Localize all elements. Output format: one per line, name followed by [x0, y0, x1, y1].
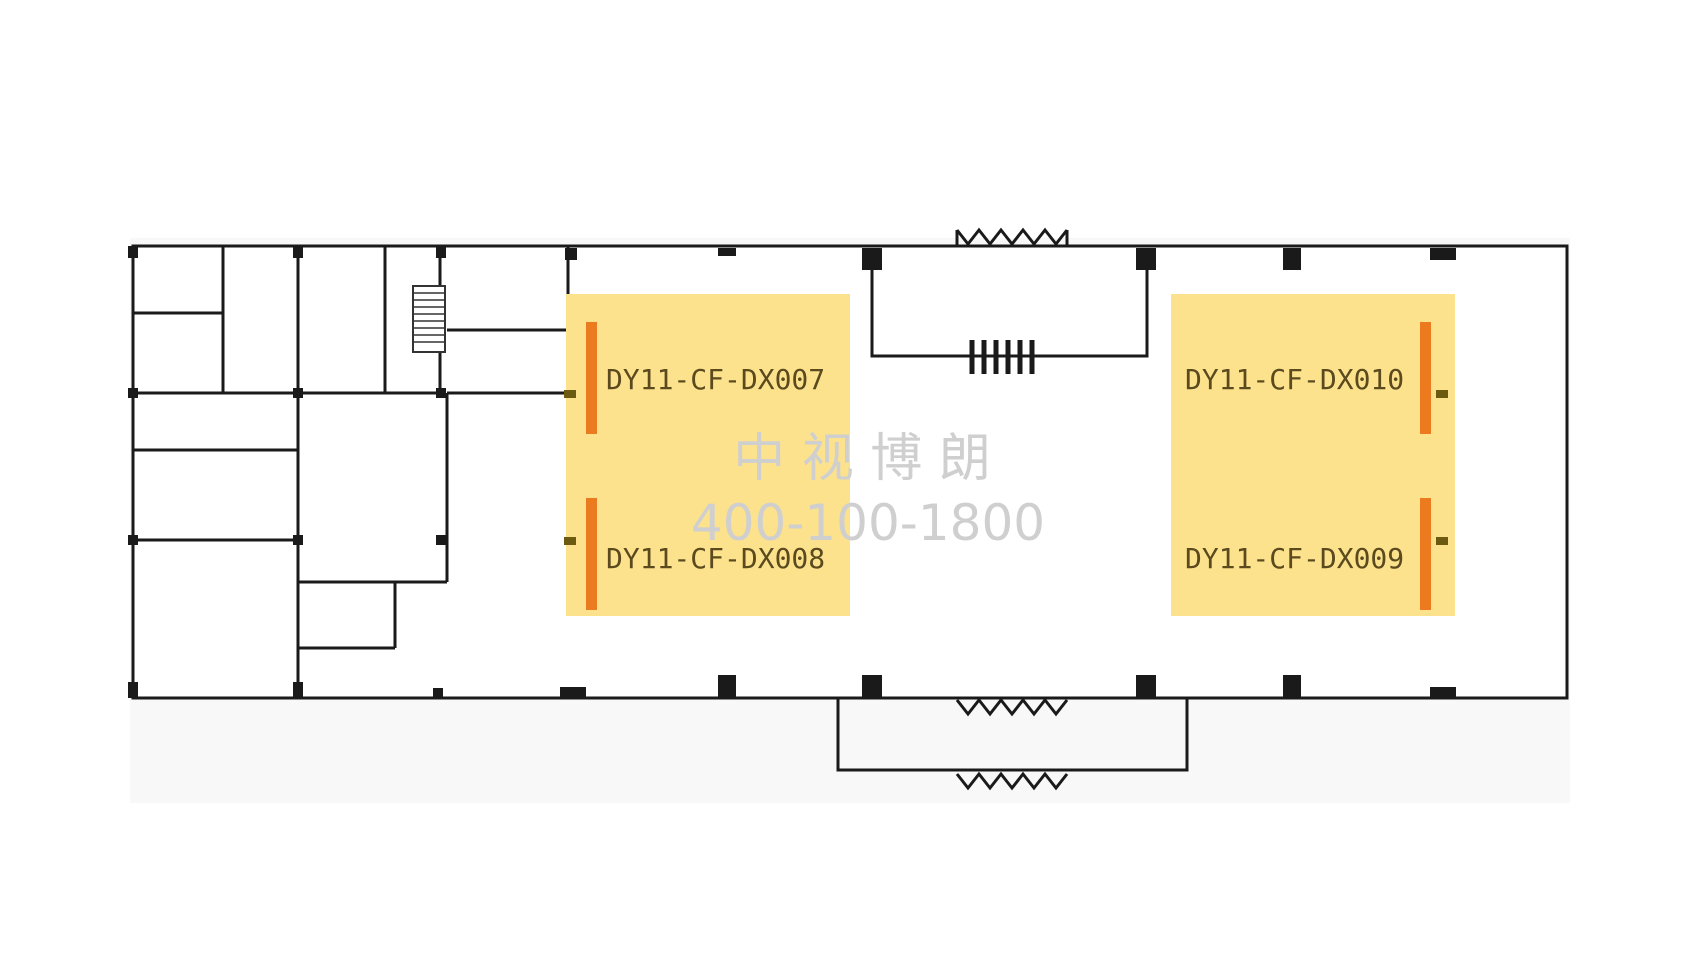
screen-mounts: [564, 390, 1448, 545]
top-entrance-doors: [955, 227, 1069, 247]
watermark-phone: 400-100-1800: [691, 494, 1045, 552]
structural-columns: [128, 246, 1456, 698]
screen-bar-dx008: [586, 498, 597, 610]
screen-label-dx009: DY11-CF-DX009: [1185, 542, 1404, 575]
screen-bar-dx009: [1420, 498, 1431, 610]
top-corridor: [870, 262, 1149, 374]
stair-icon: [412, 285, 446, 353]
screen-bar-dx010: [1420, 322, 1431, 434]
bottom-vestibule: [836, 697, 1189, 791]
watermark-company: 中 视 博 朗: [733, 429, 991, 489]
screen-bar-dx007: [586, 322, 597, 434]
screen-label-dx007: DY11-CF-DX007: [606, 363, 825, 396]
screen-label-dx010: DY11-CF-DX010: [1185, 363, 1404, 396]
zone-right: [1171, 294, 1455, 616]
zone-left: [566, 294, 850, 616]
screen-label-dx008: DY11-CF-DX008: [606, 542, 825, 575]
escalator-icon: [969, 340, 1035, 374]
